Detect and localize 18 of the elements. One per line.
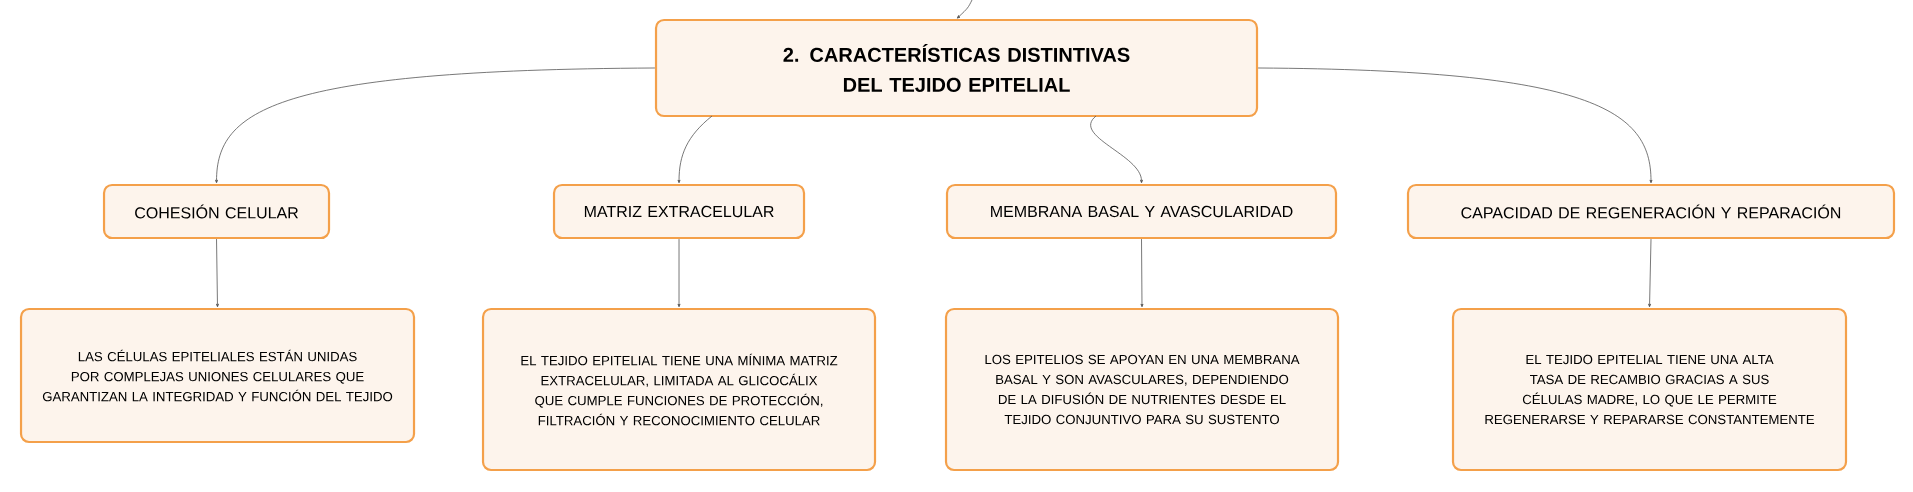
topic-box: COHESIÓN CELULAR bbox=[102, 183, 331, 240]
topic-box: MEMBRANA BASAL Y AVASCULARIDAD bbox=[945, 183, 1338, 240]
description-box: EL TEJIDO EPITELIAL TIENE UNA MÍNIMA MATRIZ EXTRACELULAR, LIMITADA AL GLICOCÁLIX QUE CUMPLE FUNCIONES DE PROTECCIÓN, FILTRACIÓN Y RECONOCIMIENTO CELULAR bbox=[481, 307, 877, 472]
connector-arrow bbox=[216, 238, 219, 308]
description-box: LOS EPITELIOS SE APOYAN EN UNA MEMBRANA BASAL Y SON AVASCULARES, DEPENDIENDO DE LA DIFUSIÓN DE NUTRIENTES DESDE EL TEJIDO CONJUNTIVO PARA SU SUSTENTO bbox=[944, 307, 1340, 472]
description-box: LAS CÉLULAS EPITELIALES ESTÁN UNIDAS POR COMPLEJAS UNIONES CELULARES QUE GARANTIZAN LA INTEGRIDAD Y FUNCIÓN DEL TEJIDO bbox=[19, 307, 416, 444]
connector-arrow bbox=[1648, 238, 1652, 308]
connector-arrow bbox=[677, 238, 681, 308]
title-box: 2. CARACTERÍSTICAS DISTINTIVAS DEL TEJIDO EPITELIAL bbox=[654, 18, 1259, 118]
topic-box: MATRIZ EXTRACELULAR bbox=[552, 183, 806, 240]
connector-arrow bbox=[215, 67, 656, 184]
connector-arrow bbox=[1140, 238, 1144, 308]
topic-box: CAPACIDAD DE REGENERACIÓN Y REPARACIÓN bbox=[1406, 183, 1896, 240]
connector-arrow bbox=[677, 115, 713, 184]
connector-arrow bbox=[1257, 67, 1653, 184]
connector-arrow bbox=[956, 0, 973, 19]
connector-arrow bbox=[1090, 115, 1143, 184]
description-box: EL TEJIDO EPITELIAL TIENE UNA ALTA TASA DE RECAMBIO GRACIAS A SUS CÉLULAS MADRE, LO QUE LE PERMITE REGENERARSE Y REPARARSE CONSTANTEMENTE bbox=[1451, 307, 1848, 472]
